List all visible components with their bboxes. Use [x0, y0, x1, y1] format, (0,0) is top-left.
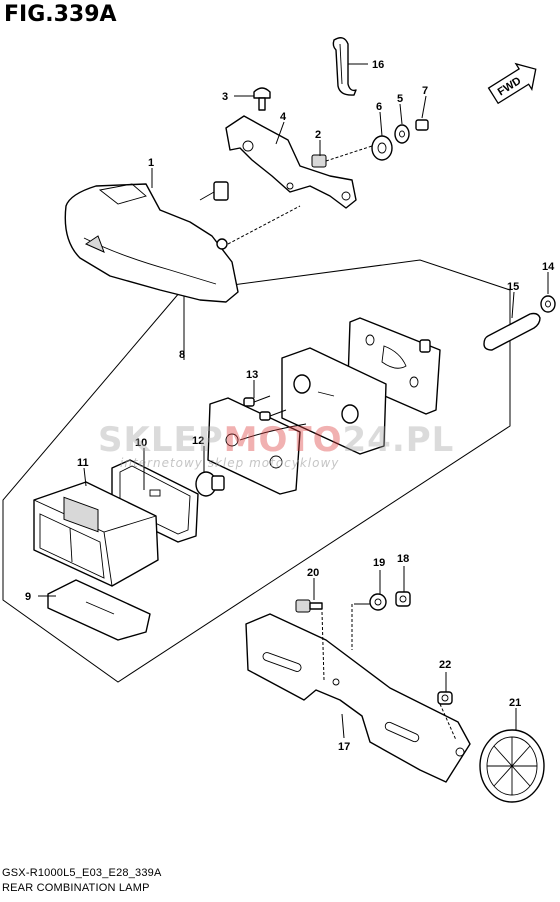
callout-22: 22	[439, 659, 451, 671]
callout-1: 1	[148, 157, 154, 169]
part-19-washer	[369, 593, 387, 611]
part-2-bolt	[311, 145, 373, 168]
part-14-nut	[540, 295, 556, 313]
fwd-badge: FWD	[487, 62, 537, 105]
watermark-part-b: MOTO	[223, 420, 343, 460]
callout-6: 6	[376, 101, 382, 113]
callout-7: 7	[422, 85, 428, 97]
part-15-spacer	[483, 312, 541, 351]
callout-14: 14	[542, 261, 555, 273]
watermark-part-c: 24.PL	[342, 420, 455, 460]
part-5-washer	[394, 124, 410, 144]
callout-21: 21	[509, 697, 521, 709]
callout-9: 9	[25, 591, 31, 603]
leader-lines	[38, 63, 549, 741]
callout-3: 3	[222, 91, 228, 103]
callout-8: 8	[179, 349, 185, 361]
part-6-grommet	[371, 135, 393, 161]
part-21-reflector	[479, 729, 545, 803]
part-13-screws	[243, 395, 287, 421]
watermark-tagline: internetowy sklep motocyklowy	[120, 456, 340, 470]
callout-4: 4	[280, 111, 287, 123]
callout-12: 12	[192, 435, 204, 447]
watermark-part-a: SKLEP	[98, 420, 224, 460]
part-3-screw	[253, 87, 271, 111]
part-17-bracket	[245, 613, 471, 783]
part-18-nut	[395, 591, 411, 607]
part-22-nut	[437, 691, 453, 705]
callout-11: 11	[77, 457, 89, 469]
callout-15: 15	[507, 281, 519, 293]
model-code: GSX-R1000L5_E03_E28_339A	[2, 867, 162, 879]
bulb-holder-plate	[207, 397, 307, 495]
callout-18: 18	[397, 553, 409, 565]
callout-16: 16	[372, 59, 384, 71]
part-11-lens	[33, 481, 159, 587]
callout-2: 2	[315, 129, 321, 141]
part-20-bolt	[295, 599, 323, 613]
callout-13: 13	[246, 369, 258, 381]
callout-numbers: 1 2 3 4 5 6 7 8 9 10 11 12 13 14 15 16 1…	[25, 59, 555, 753]
assembly-frame	[2, 259, 511, 683]
lamp-socket-base	[281, 347, 387, 455]
part-7-nut	[415, 119, 429, 131]
callout-17: 17	[338, 741, 350, 753]
part-12-bulb	[195, 471, 225, 497]
diagram-title: REAR COMBINATION LAMP	[2, 882, 150, 894]
figure-title: FIG.339A	[4, 2, 117, 27]
callout-19: 19	[373, 557, 385, 569]
callout-5: 5	[397, 93, 403, 105]
part-9-plate	[47, 579, 151, 641]
watermark-logo: SKLEPMOTO24.PL	[98, 420, 454, 460]
part-16-clip	[332, 37, 357, 96]
callout-20: 20	[307, 567, 319, 579]
part-4-bracket	[225, 115, 357, 209]
callout-10: 10	[135, 437, 147, 449]
part-1-tail-lamp	[64, 181, 301, 303]
